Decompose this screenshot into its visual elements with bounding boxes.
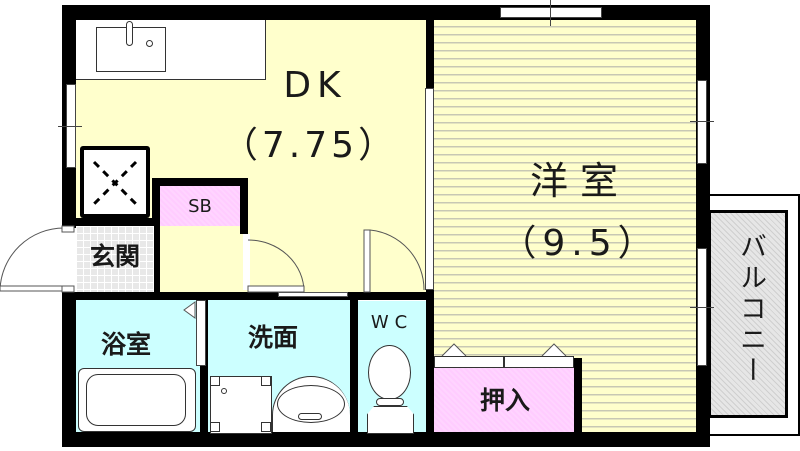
sliding-door-bathroom[interactable] [196,300,206,366]
entrance-door-opening [62,228,76,292]
window-right-lower-divider [690,307,714,308]
wash-basin-tap [298,413,322,420]
wall-entrance-right [154,226,160,292]
entrance-door-icon[interactable] [0,225,80,296]
entrance-name: 玄関 [89,242,140,271]
outer-wall-top [62,5,710,20]
closet-door-right[interactable] [504,356,574,368]
shoe-box-floor [160,186,240,226]
drain-icon [146,40,153,47]
shoe-box-frame [152,178,248,186]
wall-bath-wash [200,300,208,432]
entrance-floor [76,226,154,292]
dk-name: DK [283,65,347,106]
wall-wet-area-top [76,292,426,300]
corner-tr [261,376,271,386]
bathroom-name: 浴室 [100,330,151,359]
dk-washroom-door-icon[interactable] [238,234,308,296]
washroom-sliding-rail [278,292,348,297]
outer-wall-bottom [62,432,710,447]
toilet-door-icon[interactable] [362,228,428,298]
washing-machine-x-icon [92,160,138,206]
drain-icon-2 [221,388,227,394]
window-left-dk-divider [58,126,82,127]
balcony-floor [710,210,788,418]
closet-door-left[interactable] [434,356,504,368]
bathroom-door-marker-icon [183,301,196,319]
toilet-tank [367,406,414,434]
window-top-western[interactable] [500,7,602,18]
western-room-name: 洋室 [529,159,630,203]
corner-br [261,422,271,432]
toilet-name: WC [370,312,414,333]
wall-entrance-top [76,218,160,226]
shoe-box-name: SB [188,196,212,217]
closet-door-markers-icon [441,343,567,357]
shoe-box-frame-left [152,178,160,226]
window-right-upper-divider [690,121,714,122]
faucet-icon [126,21,133,46]
washroom-name: 洗面 [247,323,298,352]
closet-floor [434,368,574,432]
wall-wash-toilet [350,292,358,432]
window-top-western-divider [550,0,551,26]
balcony-name: バルコニー [735,232,766,387]
corner-bl [210,422,220,432]
shoe-box-frame-right [240,178,248,234]
toilet-bowl [368,345,411,400]
window-right-western-upper[interactable] [697,80,707,164]
western-room-floor [434,20,696,432]
closet-wall-right [574,358,582,432]
toilet-seat-edge [376,398,404,406]
dk-size: （7.75） [221,125,399,166]
closet-name: 押入 [479,386,530,415]
sliding-door-dk-western[interactable] [425,88,434,290]
western-room-size: （9.5） [500,223,660,264]
corner-tl [210,376,220,386]
bathtub-basin [86,374,186,426]
outer-wall-right [696,5,710,447]
